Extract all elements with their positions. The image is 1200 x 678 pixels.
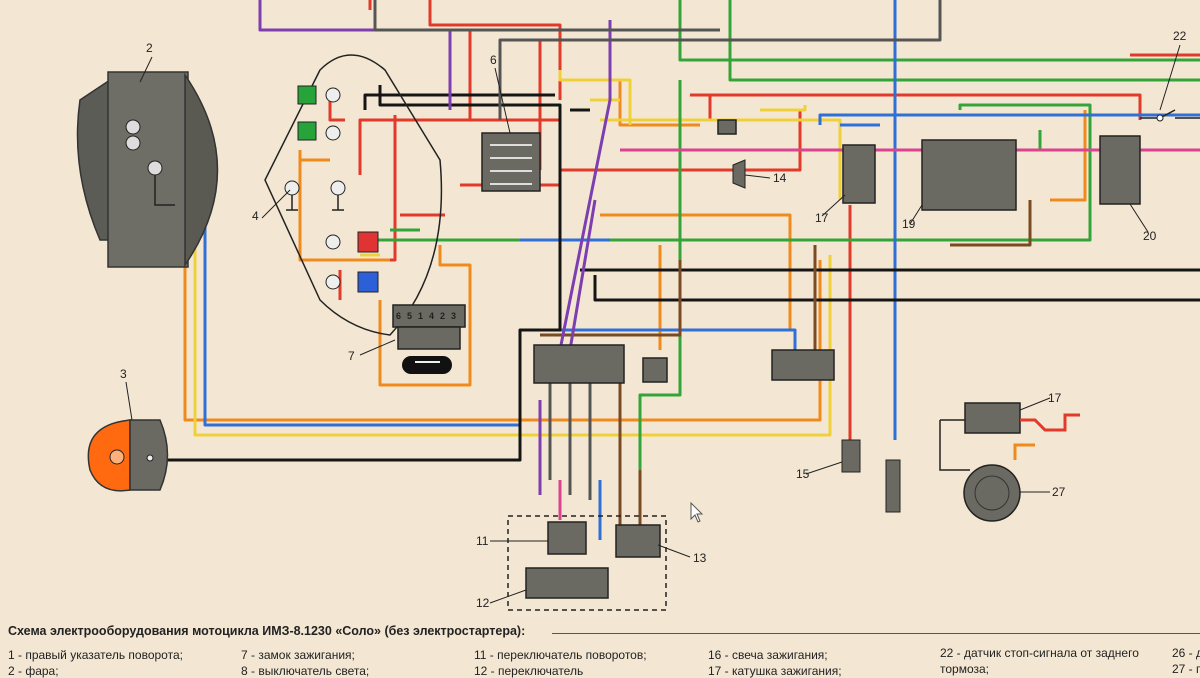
rear-light (87, 419, 169, 492)
wire-purple (258, 0, 612, 495)
handlebar-switches (507, 515, 667, 611)
label-17-top: 17 (815, 211, 829, 225)
label-12: 12 (476, 596, 490, 610)
ignition-lock (392, 304, 466, 374)
stop-signal-sensor (1140, 109, 1200, 122)
label-15: 15 (796, 467, 810, 481)
wire-gray (373, 0, 942, 500)
horn (732, 159, 746, 189)
ignition-pin: 4 (429, 311, 434, 321)
legend-item: 17 - катушка зажигания; (708, 664, 842, 678)
legend-item: 16 - свеча зажигания; (708, 648, 828, 662)
wire-black (160, 85, 1200, 462)
label-3: 3 (120, 367, 127, 381)
generator (921, 139, 1017, 211)
ignition-pin: 2 (440, 311, 445, 321)
label-22: 22 (1173, 29, 1187, 43)
component-labels: 2 3 4 6 7 11 12 13 14 15 17 17 19 20 22 … (120, 29, 1187, 610)
legend-item: 1 - правый указатель поворота; (8, 648, 183, 662)
wire-blue (203, 0, 1200, 540)
ignition-lock-pins: 6 5 1 4 2 3 (396, 311, 456, 321)
ignition-pin: 3 (451, 311, 456, 321)
label-20: 20 (1143, 229, 1157, 243)
wire-yellow (193, 70, 842, 437)
legend-item: 26 - д (1172, 646, 1200, 660)
ignition-coil (842, 144, 876, 204)
wire-orange (183, 80, 1087, 422)
label-27: 27 (1052, 485, 1066, 499)
label-13: 13 (693, 551, 707, 565)
legend-item: тормоза; (940, 662, 990, 676)
legend-item: 22 - датчик стоп-сигнала от заднего (940, 646, 1139, 660)
label-6: 6 (490, 53, 497, 67)
label-4: 4 (252, 209, 259, 223)
spark-plug (841, 439, 901, 513)
legend-item: 2 - фара; (8, 664, 59, 678)
label-leaders (125, 44, 1181, 604)
lower-coil-and-generator (939, 402, 1080, 522)
label-17-bottom: 17 (1048, 391, 1062, 405)
wire-red (328, 0, 1200, 440)
ignition-pin: 5 (407, 311, 412, 321)
mouse-cursor-icon (690, 501, 704, 529)
connector-blocks (533, 119, 835, 384)
diagram-caption: Схема электрооборудования мотоцикла ИМЗ-… (8, 624, 526, 638)
dashboard-outline (264, 54, 443, 336)
battery (1099, 135, 1141, 205)
legend-item: 27 - г (1172, 662, 1200, 676)
label-11: 11 (476, 534, 489, 548)
label-14: 14 (773, 171, 787, 185)
legend-item: 8 - выключатель света; (241, 664, 370, 678)
legend-item: 11 - переключатель поворотов; (474, 648, 647, 662)
caption-rule (552, 633, 1200, 634)
label-2: 2 (146, 41, 153, 55)
ignition-pin: 1 (418, 311, 423, 321)
wire-green (370, 0, 1200, 470)
legend-item: 7 - замок зажигания; (241, 648, 355, 662)
label-7: 7 (348, 349, 355, 363)
legend-item: 12 - переключатель (474, 664, 584, 678)
headlight (76, 71, 219, 268)
fuse-block (481, 132, 541, 192)
ignition-pin: 6 (396, 311, 401, 321)
